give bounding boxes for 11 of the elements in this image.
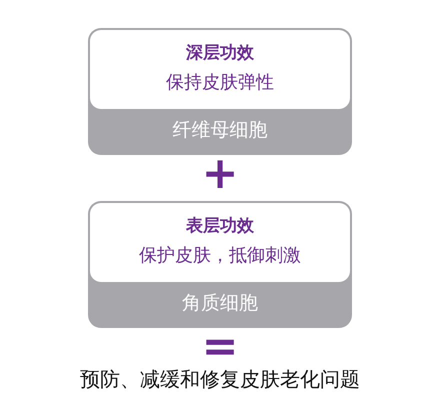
cell-type-label: 角质细胞 <box>181 291 259 316</box>
effect-card <box>90 30 350 109</box>
effect-heading: 表层功效 <box>185 215 255 238</box>
effect-description: 保护皮肤，抵御刺激 <box>138 244 302 268</box>
cell-type-label: 纤维母细胞 <box>172 118 268 143</box>
cell-card <box>88 201 352 328</box>
effect-heading: 深层功效 <box>185 42 255 65</box>
plus-sign: + <box>200 150 240 198</box>
cell-card <box>88 28 352 155</box>
effect-card <box>90 203 350 282</box>
effect-description: 保持皮肤弹性 <box>165 71 275 95</box>
